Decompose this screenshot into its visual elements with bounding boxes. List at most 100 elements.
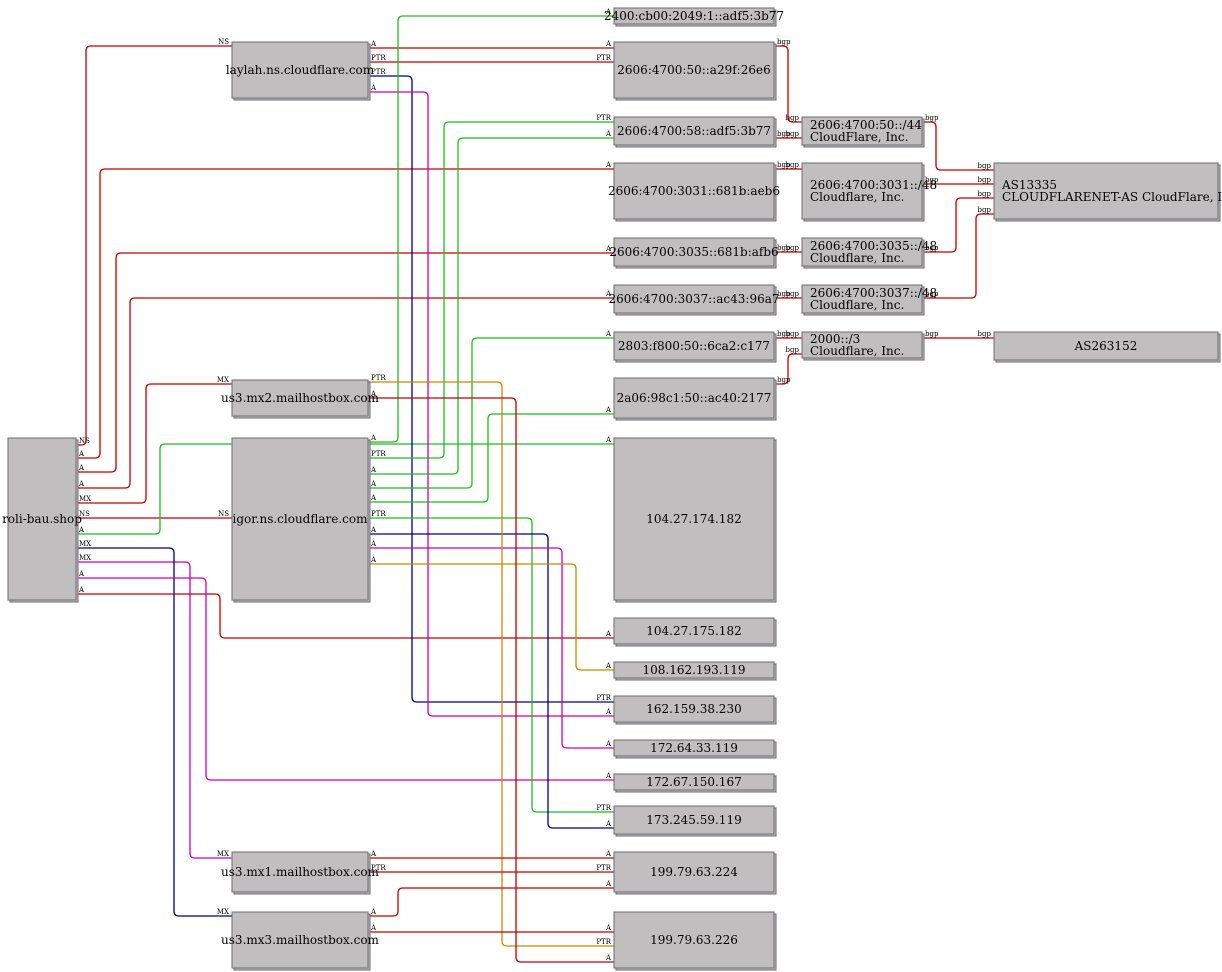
edge-label-target: PTR: [596, 864, 611, 872]
node-ip-58[interactable]: 2606:4700:58::adf5:3b77: [613, 116, 777, 148]
node-label: 108.162.193.119: [642, 663, 745, 677]
edge-label-target: bgp: [786, 130, 800, 138]
node-ip-2400[interactable]: 2400:cb00:2049:1::adf5:3b77: [604, 7, 784, 27]
node-as263152[interactable]: AS263152: [993, 331, 1221, 363]
node-ip-26e6[interactable]: 2606:4700:50::a29f:26e6: [613, 41, 777, 101]
edge-label-target: NS: [218, 510, 229, 518]
edges-layer: [76, 15, 994, 963]
node-box: [613, 911, 775, 969]
edge-ip-2a06-to-pfx-2000: [774, 353, 802, 385]
node-label: 104.27.174.182: [646, 512, 741, 526]
edge-mx2-to-ip-199-226: [368, 397, 614, 963]
node-label: Cloudflare, Inc.: [810, 344, 904, 358]
edge-label-target: A: [605, 436, 612, 444]
node-mx3[interactable]: us3.mx3.mailhostbox.com: [221, 911, 380, 971]
node-ip-162[interactable]: 162.159.38.230: [613, 695, 777, 725]
node-box: [7, 437, 77, 601]
edge-ns-igor-to-ip-2803: [368, 337, 614, 489]
edge-line: [76, 547, 232, 917]
edge-root-to-ip-3031: [76, 168, 614, 459]
node-ip-3035[interactable]: 2606:4700:3035::681b:afb6: [609, 237, 779, 269]
node-box: [613, 773, 775, 791]
node-mx2[interactable]: us3.mx2.mailhostbox.com: [221, 379, 380, 419]
edge-ns-igor-to-ip-108: [368, 563, 614, 671]
node-box: [613, 661, 775, 679]
node-box: [613, 116, 775, 146]
edge-line: [368, 887, 614, 917]
node-ip-199-224[interactable]: 199.79.63.224: [613, 851, 777, 895]
node-box: [231, 437, 369, 601]
edge-label-source: A: [370, 850, 377, 858]
node-label: 2606:4700:3037::ac43:96a7: [608, 292, 779, 306]
node-ip-104-174[interactable]: 104.27.174.182: [613, 437, 777, 603]
node-label: Cloudflare, Inc.: [810, 190, 904, 204]
node-ns-igor[interactable]: igor.ns.cloudflare.com: [231, 437, 371, 603]
edge-label-target: bgp: [978, 190, 992, 198]
edge-root-to-ip-104-175: [76, 593, 614, 639]
edge-line: [76, 45, 232, 446]
edge-line: [368, 381, 614, 947]
node-label: laylah.ns.cloudflare.com: [226, 63, 375, 77]
node-box: [613, 162, 775, 220]
edge-label-source: PTR: [371, 54, 386, 62]
node-ip-173[interactable]: 173.245.59.119: [613, 805, 777, 837]
node-box: [613, 284, 775, 314]
edge-label-target: bgp: [786, 330, 800, 338]
node-box: [801, 284, 923, 314]
edge-line: [922, 213, 994, 299]
node-ip-108[interactable]: 108.162.193.119: [613, 661, 777, 681]
edge-line: [368, 533, 614, 829]
node-label: us3.mx1.mailhostbox.com: [221, 865, 380, 879]
node-label: 2606:4700:50::a29f:26e6: [617, 63, 770, 77]
node-mx1[interactable]: us3.mx1.mailhostbox.com: [221, 851, 380, 895]
edge-label-target: PTR: [596, 694, 611, 702]
node-ip-3037[interactable]: 2606:4700:3037::ac43:96a7: [608, 284, 780, 316]
edge-label-source: A: [78, 526, 85, 534]
edge-line: [76, 252, 614, 473]
edge-label-source: bgp: [925, 244, 939, 252]
edge-line: [76, 561, 232, 859]
edge-label-target: PTR: [596, 54, 611, 62]
edge-line: [368, 121, 614, 459]
node-ip-2a06[interactable]: 2a06:98c1:50::ac40:2177: [613, 377, 777, 421]
edge-root-to-mx2: [76, 383, 232, 504]
edge-label-target: A: [605, 740, 612, 748]
node-label: igor.ns.cloudflare.com: [232, 512, 368, 526]
node-ip-172-67[interactable]: 172.67.150.167: [613, 773, 777, 793]
node-label: 173.245.59.119: [646, 813, 741, 827]
node-ip-2803[interactable]: 2803:f800:50::6ca2:c177: [613, 331, 777, 363]
node-ns-laylah[interactable]: laylah.ns.cloudflare.com: [226, 41, 375, 101]
node-ip-172-64[interactable]: 172.64.33.119: [613, 739, 777, 759]
edge-label-target: A: [605, 330, 612, 338]
edge-root-to-ip-3035: [76, 252, 614, 473]
edge-label-source: bgp: [777, 130, 791, 138]
edge-label-source: PTR: [371, 68, 386, 76]
node-label: 199.79.63.224: [650, 865, 738, 879]
edge-line: [368, 413, 614, 503]
node-box: [613, 805, 775, 835]
edge-label-source: MX: [79, 540, 91, 548]
edge-label-target: bgp: [786, 346, 800, 354]
edge-label-target: bgp: [978, 176, 992, 184]
edge-label-source: A: [370, 390, 377, 398]
node-ip-3031[interactable]: 2606:4700:3031::681b:aeb6: [608, 162, 780, 222]
edge-ns-igor-to-ip-173: [368, 517, 614, 813]
node-label: 2606:4700:3031::681b:aeb6: [608, 184, 780, 198]
nodes-layer: roli-bau.shop laylah.ns.cloudflare.com igo…: [2, 7, 1222, 971]
node-root[interactable]: roli-bau.shop: [2, 437, 82, 603]
edge-label-source: A: [370, 494, 377, 502]
edge-root-to-ip-104-174: [76, 443, 614, 535]
node-box: [613, 437, 775, 601]
edge-line: [368, 547, 614, 749]
node-ip-104-175[interactable]: 104.27.175.182: [613, 617, 777, 647]
node-box: [801, 237, 923, 267]
node-ip-199-226[interactable]: 199.79.63.226: [613, 911, 777, 971]
edge-pfx-3035-to-as13335: [922, 197, 994, 253]
edge-label-target: A: [605, 406, 612, 414]
